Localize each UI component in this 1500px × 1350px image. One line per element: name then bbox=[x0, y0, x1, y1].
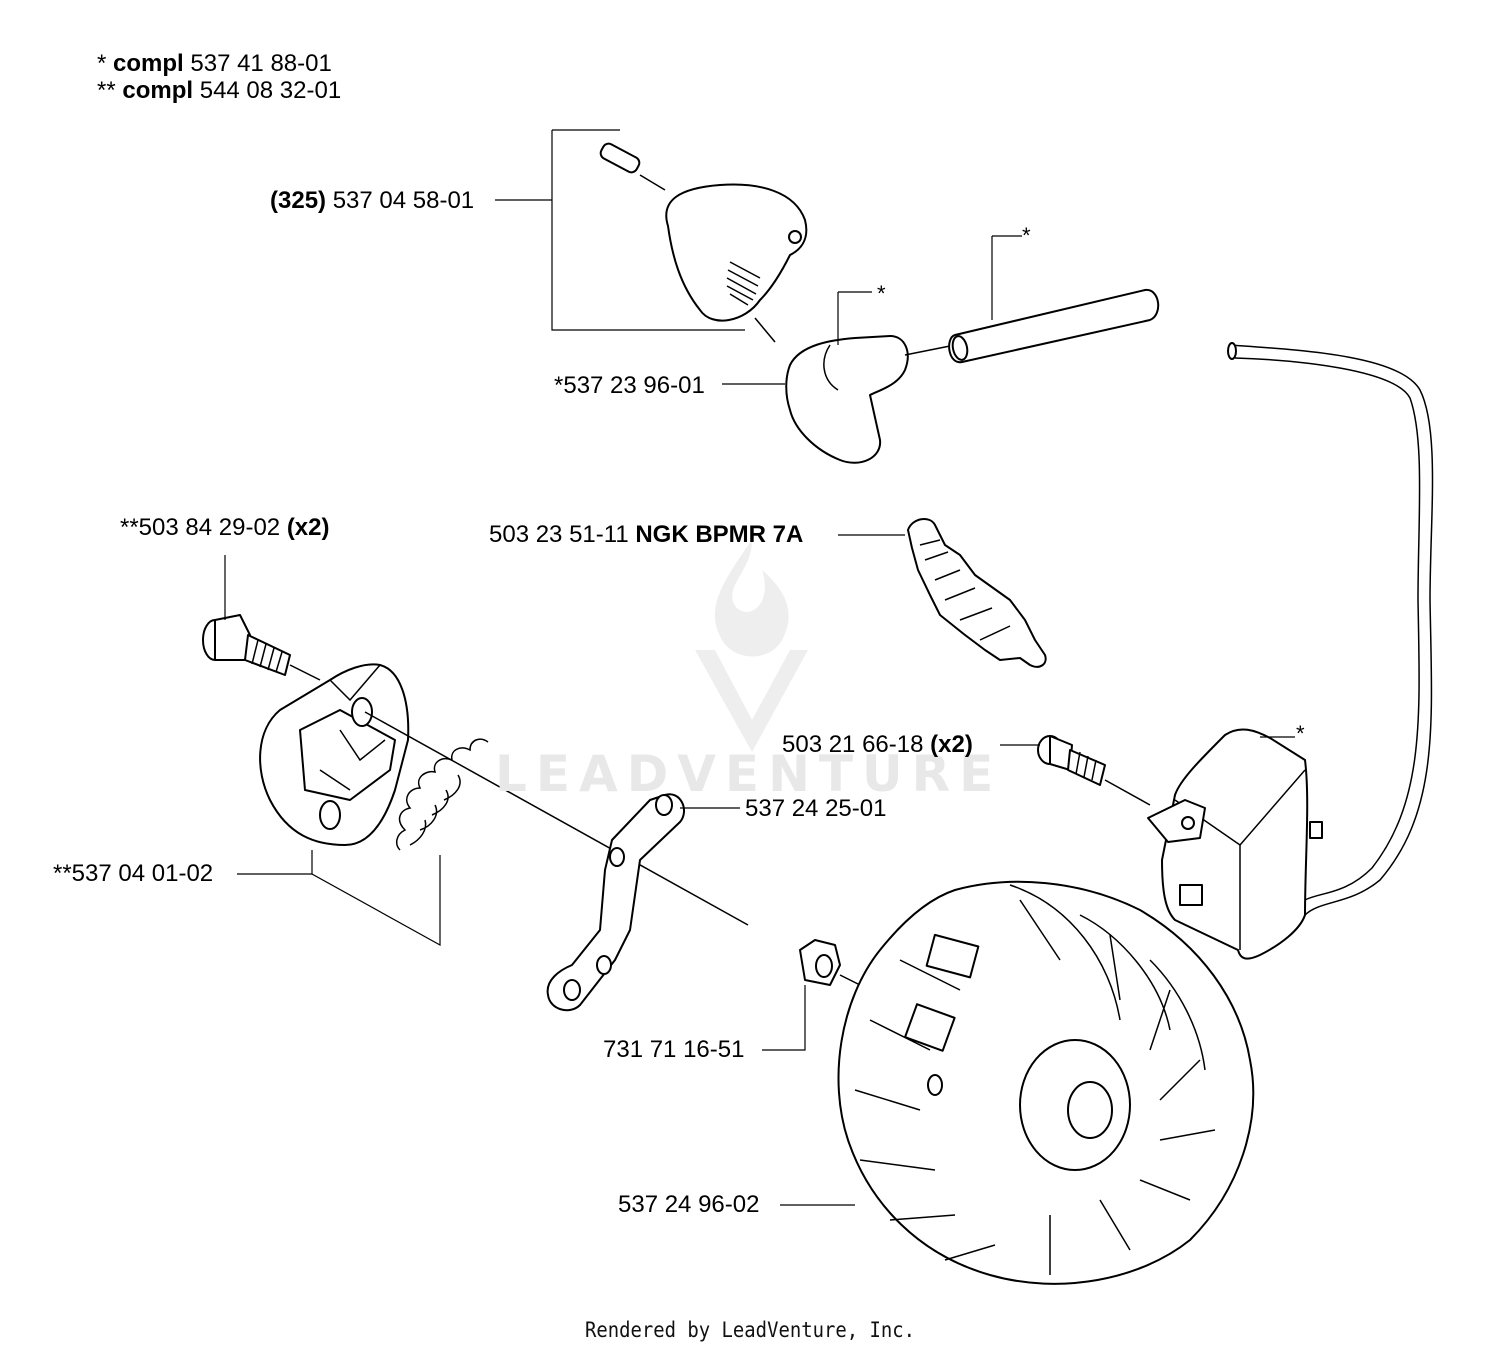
ignition-tube bbox=[949, 290, 1158, 362]
footer-credit: Rendered by LeadVenture, Inc. bbox=[75, 1318, 1425, 1342]
label-537-04-58-01[interactable]: (325) 537 04 58-01 bbox=[270, 187, 474, 215]
label-325-bold: (325) bbox=[270, 187, 326, 214]
compl-1-prefix: * bbox=[97, 50, 113, 77]
label-325-text: 537 04 58-01 bbox=[326, 187, 474, 214]
compl-1-number: 537 41 88-01 bbox=[184, 50, 332, 77]
label-537-04-01-02[interactable]: **537 04 01-02 bbox=[53, 860, 213, 888]
compl-2-word: compl bbox=[122, 77, 193, 104]
label-pin-bold: (x2) bbox=[287, 514, 330, 541]
spark-plug-ngk bbox=[908, 519, 1046, 667]
label-nut-text: 731 71 16-51 bbox=[603, 1036, 744, 1063]
star-boot: * bbox=[877, 280, 886, 308]
flywheel-537-24-96-02 bbox=[838, 882, 1253, 1284]
label-screw-text: 503 21 66-18 bbox=[782, 731, 930, 758]
compl-2-prefix: ** bbox=[97, 77, 122, 104]
label-plug-bold: NGK BPMR 7A bbox=[635, 521, 803, 548]
label-plug-text: 503 23 51-11 bbox=[489, 521, 635, 548]
label-503-21-66-18[interactable]: 503 21 66-18 (x2) bbox=[782, 731, 973, 759]
compl-line-2: ** compl 544 08 32-01 bbox=[97, 77, 341, 105]
label-screw-bold: (x2) bbox=[930, 731, 973, 758]
pawl-537-04-01-02 bbox=[260, 664, 408, 845]
pin-503-84-29-02 bbox=[203, 615, 320, 680]
label-537-24-25-01[interactable]: 537 24 25-01 bbox=[745, 795, 886, 823]
compl-line-1: * compl 537 41 88-01 bbox=[97, 50, 332, 78]
ignition-module bbox=[1148, 729, 1322, 958]
screw-503-21-66-18 bbox=[1038, 736, 1150, 805]
compl-1-word: compl bbox=[113, 50, 184, 77]
label-flywheel-text: 537 24 96-02 bbox=[618, 1191, 759, 1218]
label-boot-text: *537 23 96-01 bbox=[554, 372, 705, 399]
label-537-23-96-01[interactable]: *537 23 96-01 bbox=[554, 372, 705, 400]
label-537-24-96-02[interactable]: 537 24 96-02 bbox=[618, 1191, 759, 1219]
label-503-84-29-02[interactable]: **503 84 29-02 (x2) bbox=[120, 514, 330, 542]
compl-2-number: 544 08 32-01 bbox=[193, 77, 341, 104]
label-pin-text: **503 84 29-02 bbox=[120, 514, 287, 541]
label-503-23-51-11[interactable]: 503 23 51-11 NGK BPMR 7A bbox=[489, 521, 803, 549]
label-pawl-text: **537 04 01-02 bbox=[53, 860, 213, 887]
star-tube: * bbox=[1022, 222, 1031, 250]
star-module: * bbox=[1296, 720, 1305, 748]
label-lever-text: 537 24 25-01 bbox=[745, 795, 886, 822]
assembly-axis-line bbox=[365, 712, 748, 925]
cap-537-04-58-01 bbox=[599, 142, 807, 342]
watermark-logo bbox=[695, 540, 808, 752]
lever-537-24-25-01 bbox=[548, 794, 684, 1010]
boot-537-23-96-01 bbox=[786, 336, 955, 463]
label-731-71-16-51[interactable]: 731 71 16-51 bbox=[603, 1036, 744, 1064]
